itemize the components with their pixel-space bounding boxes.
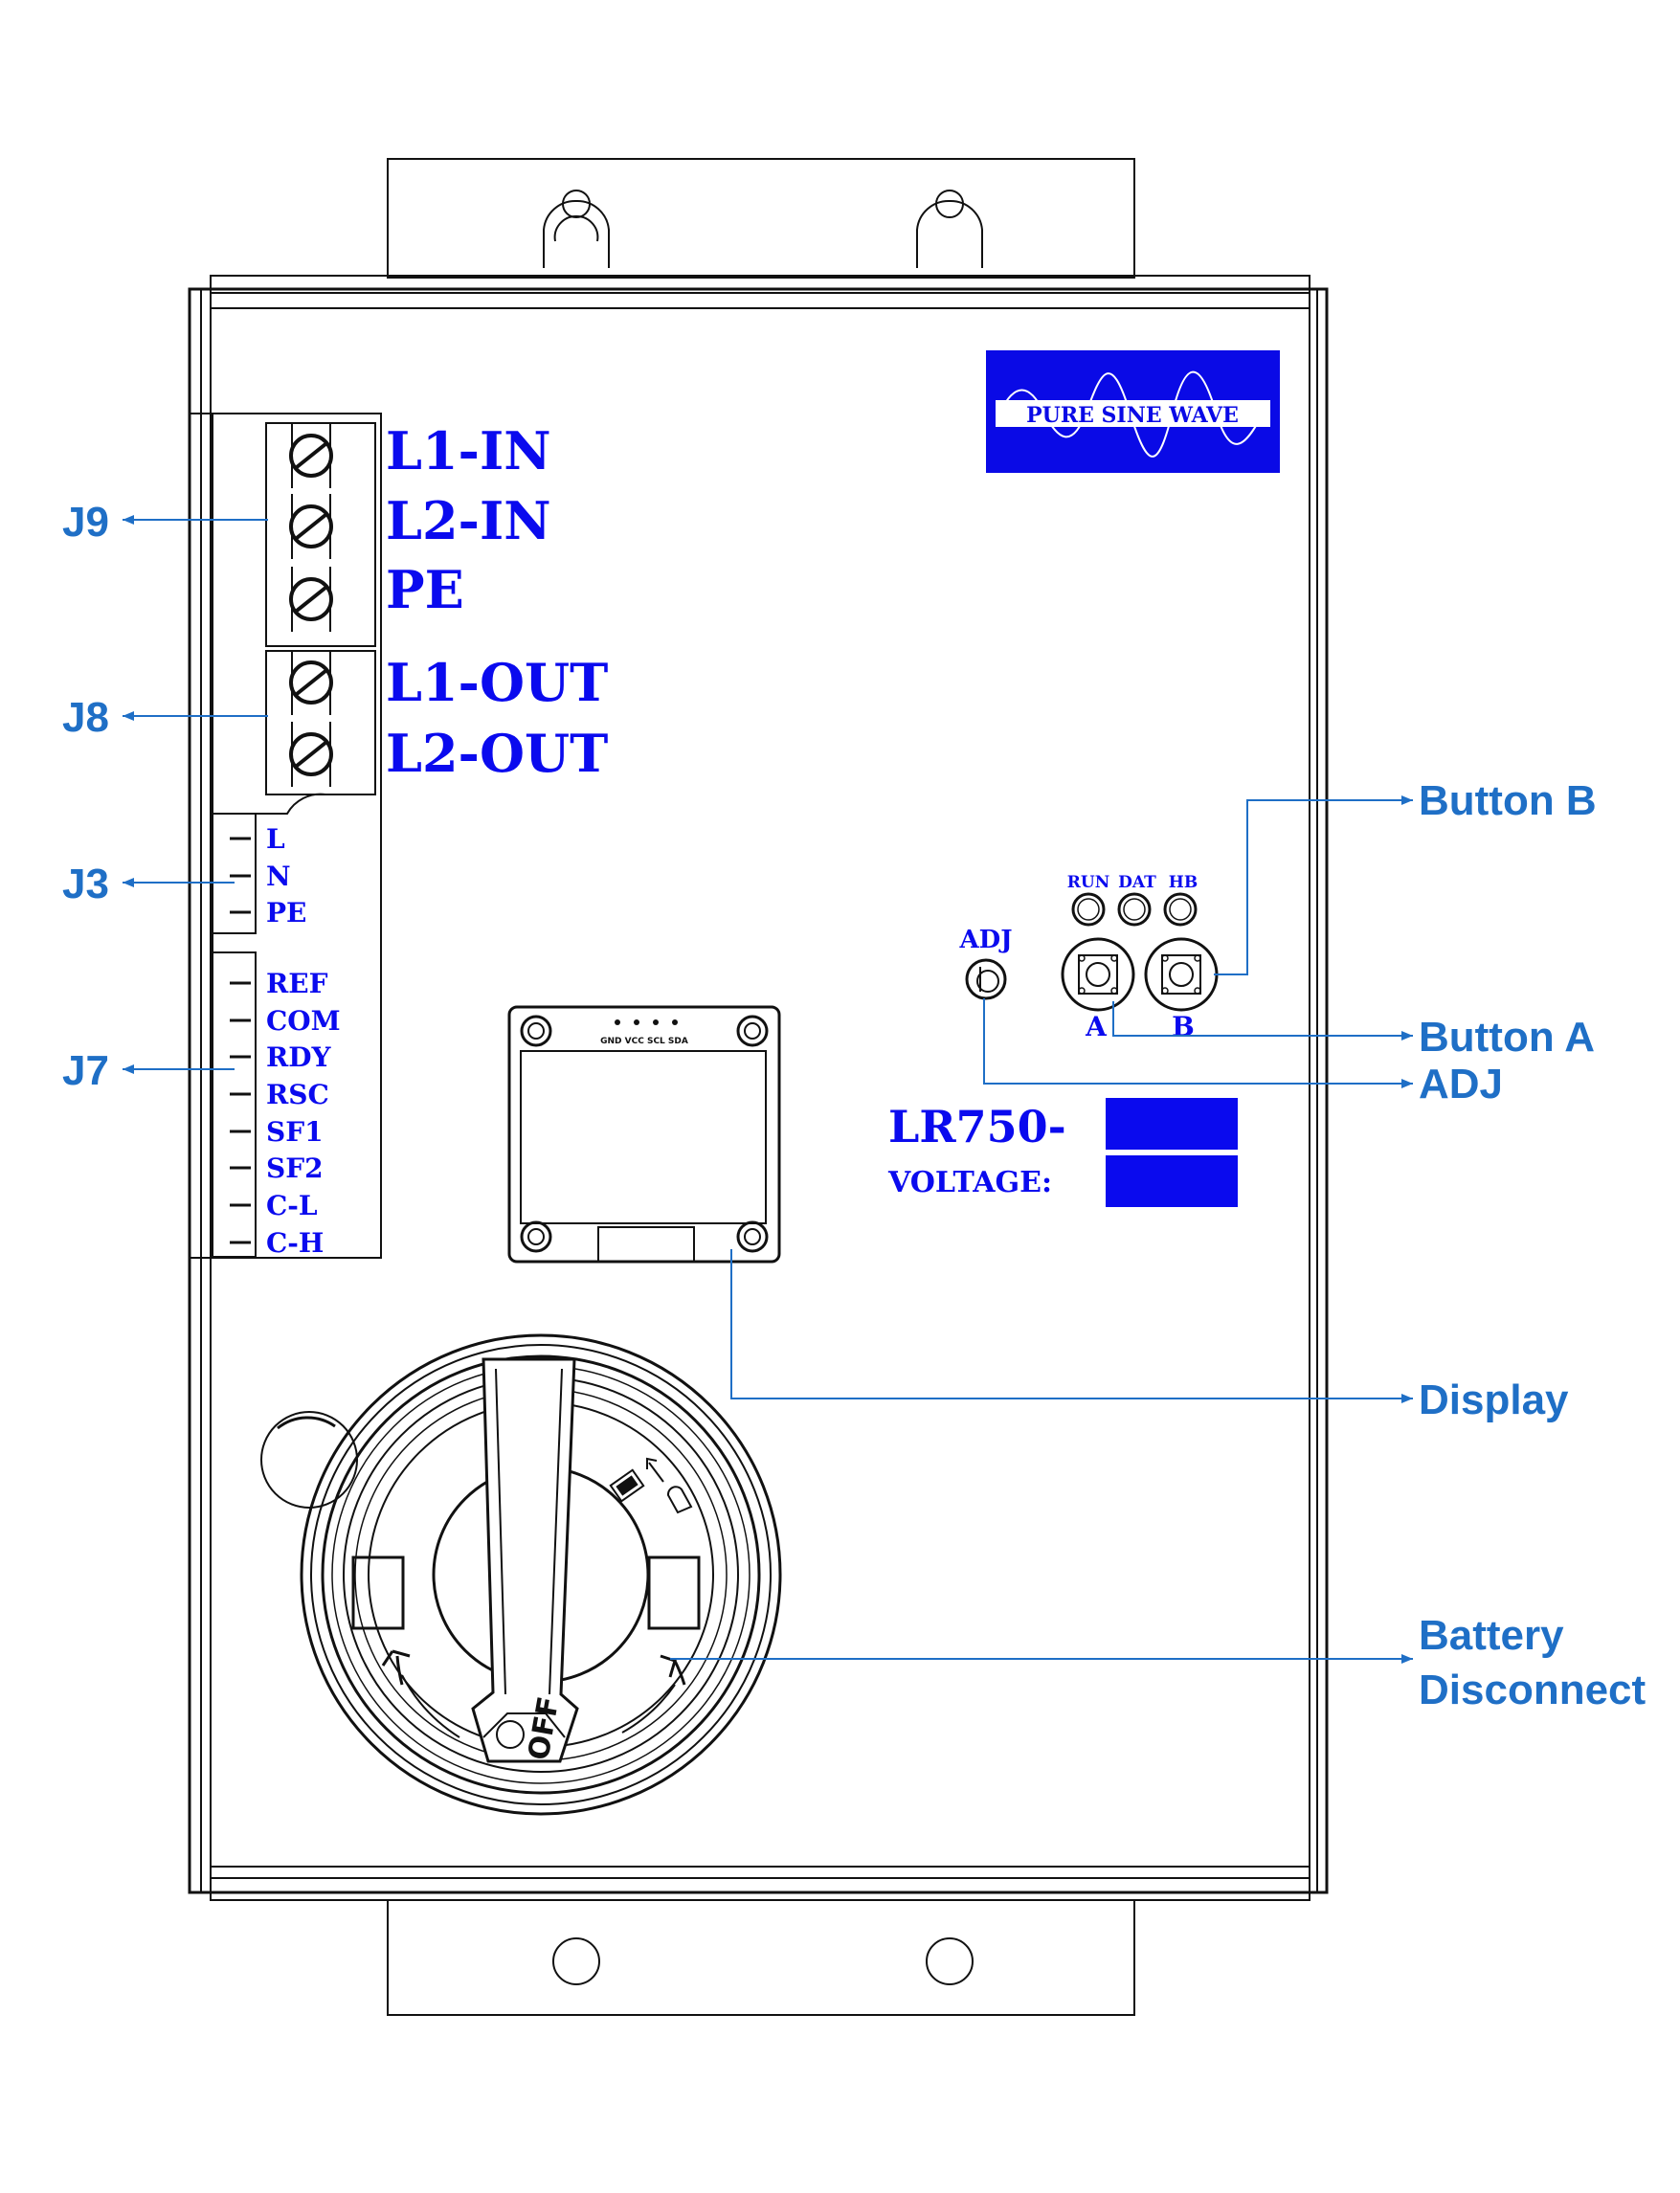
adj-potentiometer: ADJ: [958, 926, 1013, 1000]
top-mounting-bracket: [387, 158, 1135, 279]
status-leds: RUN DAT HB: [1067, 873, 1198, 927]
display-pin-labels: GND VCC SCL SDA: [600, 1037, 688, 1046]
j3-labels: L N PE: [266, 823, 306, 929]
terminal-strip: [189, 413, 382, 1259]
terminal-screws: [289, 423, 333, 787]
button-b: [1144, 937, 1219, 1012]
j7-label-ref: REF: [266, 968, 328, 999]
led-label-dat: DAT: [1118, 873, 1156, 892]
enclosure-body: [188, 275, 1329, 1901]
j3-label-n: N: [266, 861, 291, 892]
indicator-window-left: [351, 1555, 405, 1630]
button-a-label: A: [1085, 1011, 1108, 1042]
j7-label-sf1: SF1: [266, 1116, 324, 1148]
callout-j7: J7: [62, 1047, 109, 1094]
screw-slot: [295, 513, 327, 540]
led-run: [1071, 892, 1106, 927]
battery-disconnect-switch: OFF: [260, 1333, 782, 1816]
model-plate: LR750- VOLTAGE:: [887, 1098, 1238, 1207]
adj-label: ADJ: [958, 926, 1012, 954]
j8-label-l1-out: L1-OUT: [386, 652, 608, 713]
callout-battery-line1: Battery: [1419, 1612, 1564, 1659]
callout-display: Display: [1419, 1376, 1569, 1423]
j8-labels: L1-OUT L2-OUT: [386, 652, 608, 784]
j7-label-c-l: C-L: [266, 1190, 318, 1221]
callout-adj: ADJ: [1419, 1061, 1503, 1108]
j7-label-sf2: SF2: [266, 1152, 324, 1184]
push-buttons: A B: [1061, 937, 1219, 1042]
bottom-mounting-bracket: [387, 1899, 1135, 2016]
left-callouts: J9 J8 J3 J7: [62, 499, 268, 1094]
badge-text: PURE SINE WAVE: [1026, 403, 1239, 428]
j7-label-rsc: RSC: [266, 1079, 329, 1110]
j7-label-com: COM: [266, 1005, 341, 1037]
j9-label-l1-in: L1-IN: [386, 420, 551, 481]
callout-j8: J8: [62, 694, 109, 741]
screw-slot: [295, 586, 327, 613]
callout-button-b: Button B: [1419, 777, 1597, 824]
model-number-field: [1106, 1098, 1238, 1150]
callout-j3: J3: [62, 861, 109, 907]
voltage-field: [1106, 1155, 1238, 1207]
led-label-hb: HB: [1169, 873, 1198, 892]
callout-button-a: Button A: [1419, 1014, 1595, 1061]
button-b-label: B: [1172, 1011, 1195, 1042]
callout-battery-line2: Disconnect: [1419, 1667, 1646, 1713]
screw-slot: [295, 442, 327, 469]
j3-label-l: L: [266, 823, 285, 855]
model-prefix: LR750-: [888, 1101, 1066, 1152]
j7-label-c-h: C-H: [266, 1227, 324, 1259]
j9-label-pe: PE: [386, 559, 464, 620]
j7-labels: REF COM RDY RSC SF1 SF2 C-L C-H: [266, 968, 341, 1259]
right-callouts: Button B Button A ADJ Display Battery Di…: [670, 777, 1646, 1713]
led-hb: [1163, 892, 1198, 927]
oled-display: GND VCC SCL SDA: [507, 1005, 781, 1264]
terminal-block-j7: [212, 951, 257, 1258]
screw-slot: [295, 669, 327, 696]
pin-ticks: [230, 837, 251, 1244]
j8-label-l2-out: L2-OUT: [386, 723, 608, 784]
j3-label-pe: PE: [266, 897, 306, 929]
voltage-label: VOLTAGE:: [887, 1166, 1052, 1199]
screw-slot: [295, 741, 327, 768]
button-a: [1061, 937, 1135, 1012]
led-dat: [1117, 892, 1152, 927]
pure-sine-wave-badge: PURE SINE WAVE: [986, 350, 1280, 473]
j9-label-l2-in: L2-IN: [386, 490, 551, 551]
lockout-icon: [609, 1468, 645, 1503]
callout-j9: J9: [62, 499, 109, 546]
terminal-block-j9: [265, 422, 376, 647]
j7-label-rdy: RDY: [266, 1041, 332, 1073]
led-label-run: RUN: [1067, 873, 1110, 892]
j9-labels: L1-IN L2-IN PE: [386, 420, 551, 620]
indicator-window-right: [647, 1555, 701, 1630]
terminal-block-j3: [212, 813, 257, 934]
